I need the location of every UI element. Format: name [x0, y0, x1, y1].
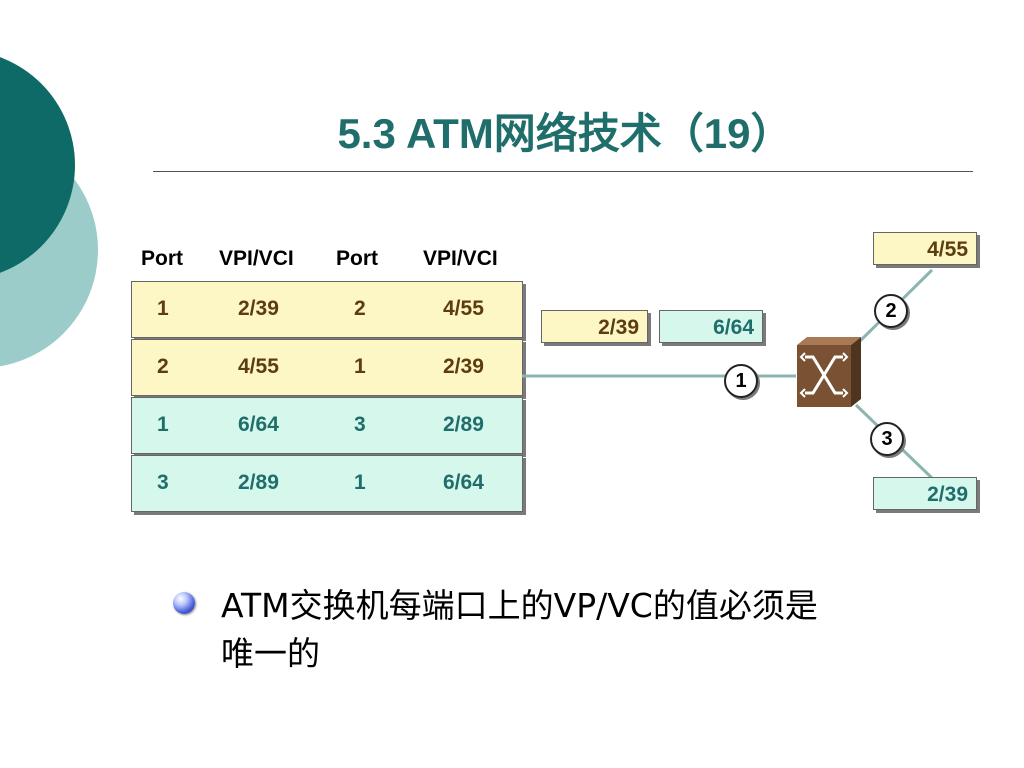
cell-in-port: 2 [157, 355, 169, 378]
tag-port3-vc: 2/39 [873, 477, 977, 510]
cell-in-vc: 2/89 [238, 471, 279, 494]
header-port-in: Port [141, 247, 183, 270]
tag-port2-vc: 4/55 [873, 232, 977, 265]
cell-in-vc: 2/39 [238, 297, 279, 320]
tag-link1-vc-a: 2/39 [541, 310, 648, 343]
port-badge-1: 1 [724, 364, 758, 398]
cell-out-vc: 2/39 [443, 355, 484, 378]
bullet-sphere-icon [173, 592, 195, 614]
slide-title: 5.3 ATM网络技术（19） [337, 110, 793, 157]
atm-switch-icon [797, 337, 861, 407]
cell-in-vc: 4/55 [238, 355, 279, 378]
decorative-circle-dark [0, 57, 75, 273]
table-row: 1 6/64 3 2/89 [131, 397, 523, 454]
cell-out-vc: 4/55 [443, 297, 484, 320]
cell-in-port: 1 [157, 297, 169, 320]
port-badge-2: 2 [874, 294, 908, 328]
cell-in-vc: 6/64 [238, 413, 279, 436]
table-row: 2 4/55 1 2/39 [131, 339, 523, 396]
port-badge-3: 3 [870, 422, 904, 456]
title-divider [153, 171, 973, 172]
cell-out-vc: 2/89 [443, 413, 484, 436]
table-row: 3 2/89 1 6/64 [131, 455, 523, 512]
decorative-circles [0, 57, 98, 367]
cell-out-vc: 6/64 [443, 471, 484, 494]
table-row: 1 2/39 2 4/55 [131, 281, 523, 338]
cell-out-port: 1 [354, 471, 366, 494]
cell-out-port: 1 [354, 355, 366, 378]
header-vpivci-in: VPI/VCI [219, 247, 294, 270]
tag-link1-vc-b: 6/64 [659, 310, 763, 343]
cell-out-port: 3 [354, 413, 366, 436]
cell-out-port: 2 [354, 297, 366, 320]
header-vpivci-out: VPI/VCI [423, 247, 498, 270]
header-port-out: Port [336, 247, 378, 270]
bullet-text: ATM交换机每端口上的VP/VC的值必须是唯一的 [221, 586, 818, 673]
cell-in-port: 1 [157, 413, 169, 436]
cell-in-port: 3 [157, 471, 169, 494]
